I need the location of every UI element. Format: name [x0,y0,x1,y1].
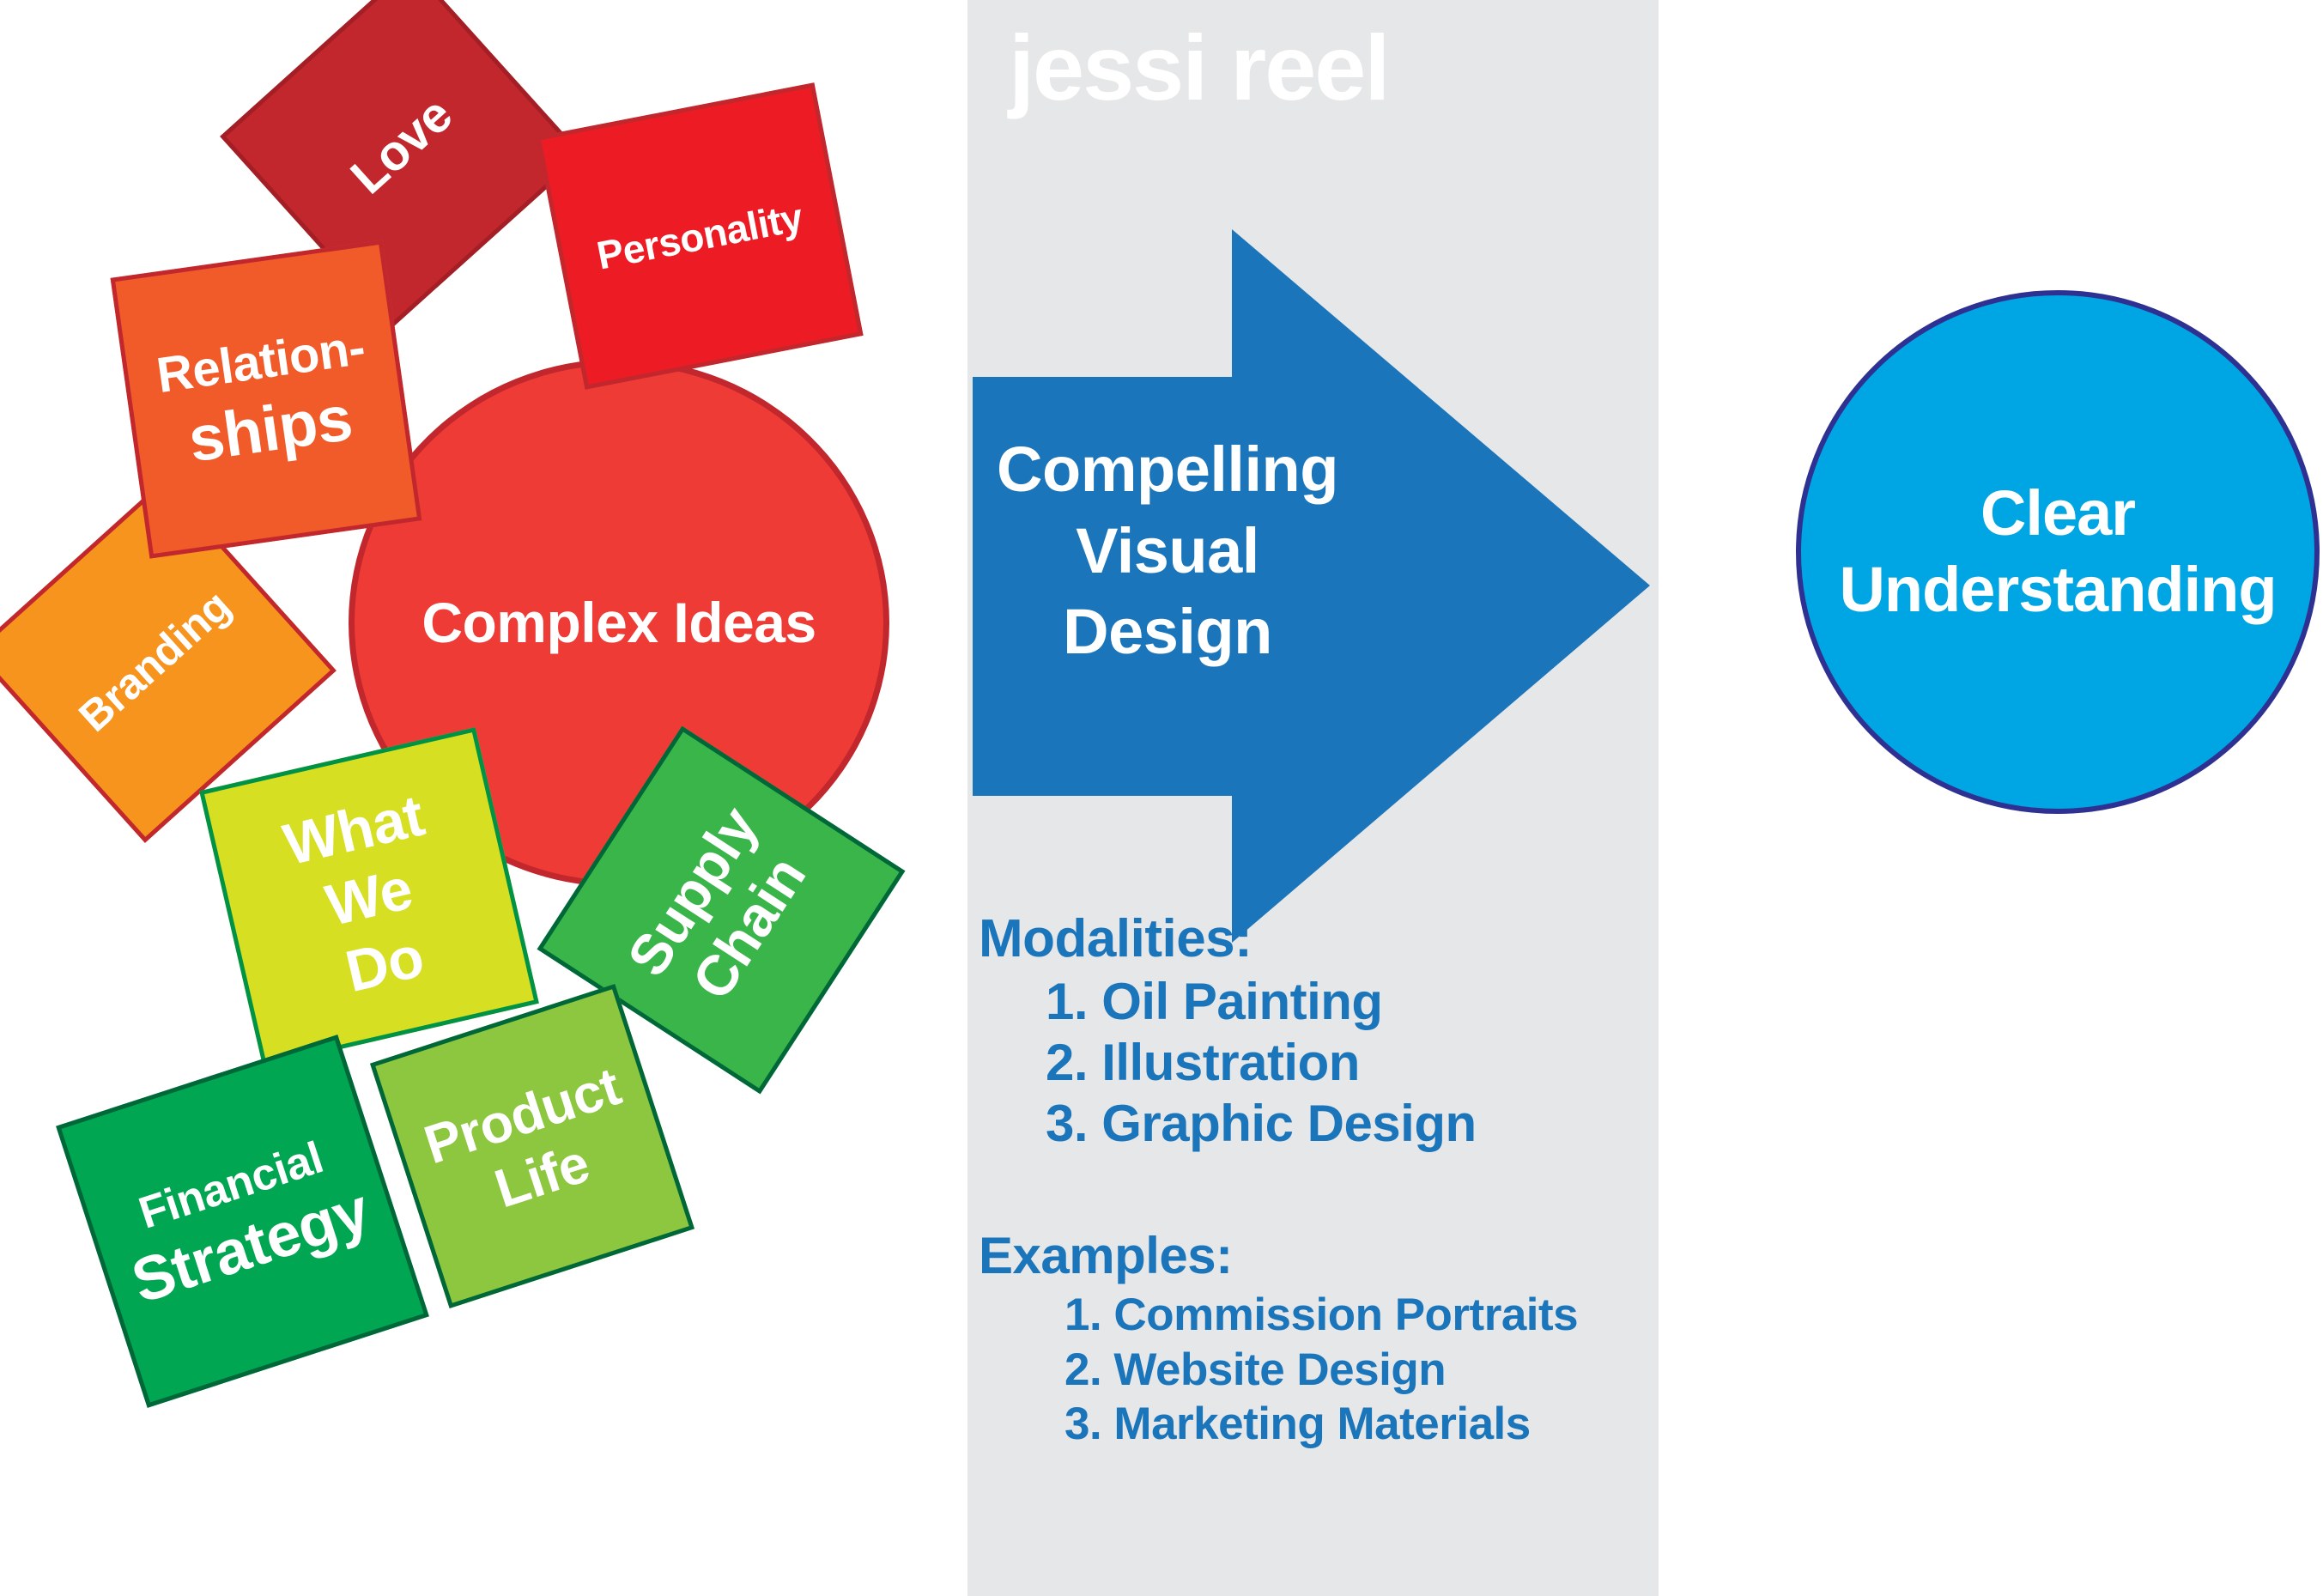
modalities-item: 2. Illustration [1046,1033,1360,1091]
clear-understanding-label: Clear Understanding [1801,476,2314,628]
modalities-heading: Modalities: [979,909,1252,968]
clear-understanding-line-1: Clear [1980,477,2136,549]
examples-item: 2. Website Design [1064,1344,1447,1395]
clear-understanding-line-2: Understanding [1839,554,2277,625]
examples-heading: Examples: [979,1227,1233,1284]
complex-ideas-line-1: Complex [422,590,658,654]
card-love-label: Love [340,86,463,205]
card-personality[interactable]: Personality [536,82,864,390]
complex-ideas-label: Complex Ideas [422,586,816,660]
examples-item: 1. Commission Portraits [1064,1290,1579,1340]
process-arrow [973,229,1650,943]
card-relationships[interactable]: Relation- ships [110,240,422,559]
card-financial-strategy[interactable]: Financial Strategy [56,1035,429,1408]
examples-item: 3. Marketing Materials [1064,1399,1531,1450]
card-branding-label: Branding [69,580,240,741]
modalities-item: 3. Graphic Design [1046,1094,1477,1152]
card-personality-label: Personality [592,194,806,278]
complex-ideas-cluster: Complex Ideas Love Personality Relation-… [0,0,953,1596]
examples-list: 1. Commission Portraits 2. Website Desig… [979,1288,1579,1452]
modalities-item: 1. Oil Painting [1046,973,1383,1031]
complex-ideas-line-2: Ideas [673,590,816,654]
clear-understanding-circle: Clear Understanding [1796,290,2320,814]
arrow-shape [973,229,1650,943]
examples-block: Examples: 1. Commission Portraits 2. Web… [979,1227,1579,1452]
brand-title: jessi reel [1009,15,1390,119]
card-product-life[interactable]: Product Life [369,983,695,1309]
modalities-block: Modalities: 1. Oil Painting 2. Illustrat… [979,909,1477,1155]
modalities-list: 1. Oil Painting 2. Illustration 3. Graph… [979,972,1477,1154]
